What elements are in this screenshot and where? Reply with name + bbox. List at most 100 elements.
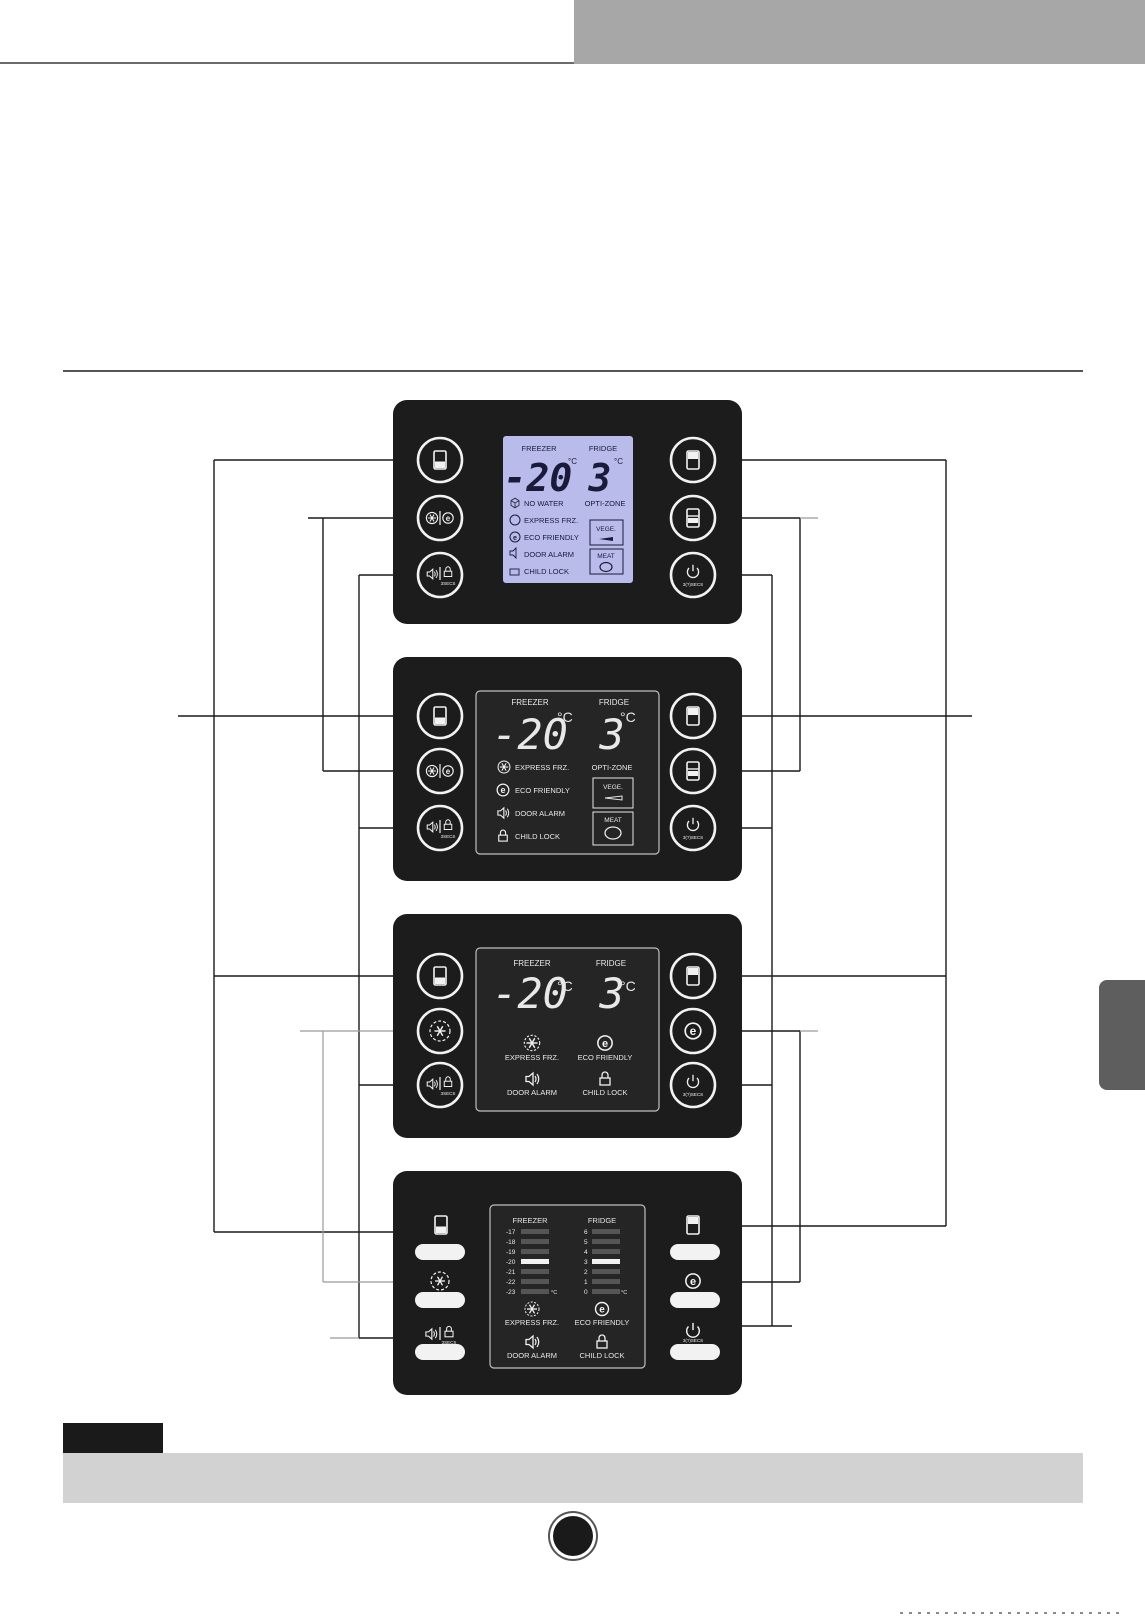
panel-4-freezer-tick-6: -23 bbox=[506, 1289, 516, 1296]
panel-3-power-button[interactable]: 3(?)SECS bbox=[669, 1061, 717, 1109]
panel-3-fridge-unit: °C bbox=[620, 978, 636, 994]
panel-2-fridge-button[interactable] bbox=[669, 692, 717, 740]
panel-4-freezer-bar-2 bbox=[521, 1249, 549, 1254]
panel-3-fridge-button[interactable] bbox=[669, 952, 717, 1000]
panel-2-vege-label: VEGE. bbox=[603, 784, 623, 791]
panel-2-power-button[interactable]: 3(?)SECS bbox=[669, 804, 717, 852]
panel-4-power-caption: 3(?)SECS bbox=[683, 1338, 703, 1343]
panel-4-freezer-tick-1: -18 bbox=[506, 1239, 516, 1246]
panel-2-alarm-caption: 3SECS bbox=[441, 834, 456, 839]
panel-2-meat-icon bbox=[604, 826, 622, 840]
panel-4-freezer-label: FREEZER bbox=[512, 1216, 548, 1225]
panel-1-optizone-button[interactable] bbox=[669, 494, 717, 542]
svg-text:e: e bbox=[513, 535, 517, 542]
panel-4-freezer-bar-4 bbox=[521, 1269, 549, 1274]
panel-1-freezer-temp: -20 bbox=[504, 456, 573, 500]
panel-2-freezer-unit: °C bbox=[557, 709, 573, 725]
panel-3-lcd bbox=[475, 947, 660, 1112]
panel-4-power-icon: 3(?)SECS bbox=[683, 1322, 703, 1343]
panel-3-freezer-label: FREEZER bbox=[513, 959, 551, 968]
panel-4-power-button[interactable] bbox=[670, 1344, 720, 1360]
panel-4-alarm-lock-icon: 3SECS bbox=[425, 1325, 456, 1345]
panel-2-vegetable-icon bbox=[604, 795, 623, 801]
panel-4-freezer-bar-0 bbox=[521, 1229, 549, 1234]
panel-1-indicator-3: DOOR ALARM bbox=[524, 550, 574, 559]
panel-1-fridge-button[interactable] bbox=[669, 436, 717, 484]
panel-4-fridge-tick-6: 0 bbox=[584, 1289, 588, 1296]
panel-1-fridge-label: FRIDGE bbox=[589, 444, 617, 453]
panel-4-express-indicator-icon bbox=[524, 1301, 540, 1317]
panel-2-fridge-label: FRIDGE bbox=[599, 698, 629, 707]
panel-4-fridge-bar-4 bbox=[592, 1269, 620, 1274]
panel-1-optizone-label: OPTI-ZONE bbox=[585, 499, 626, 508]
panel-2-optizone-label: OPTI-ZONE bbox=[592, 763, 633, 772]
panel-4-freezer-bar-1 bbox=[521, 1239, 549, 1244]
panel-4-fridge-bar-0 bbox=[592, 1229, 620, 1234]
panel-1-child-lock-icon bbox=[509, 568, 520, 576]
panel-4-freezer-button[interactable] bbox=[415, 1244, 465, 1260]
panel-3-freezer-button[interactable] bbox=[416, 952, 464, 1000]
panel-2-lcd bbox=[475, 690, 660, 855]
panel-4-fridge-bar-2 bbox=[592, 1249, 620, 1254]
panel-4-freezer-tick-4: -21 bbox=[506, 1269, 516, 1276]
panel-2-indicator-1: ECO FRIENDLY bbox=[515, 786, 570, 795]
panel-1-freezer-label: FREEZER bbox=[521, 444, 557, 453]
panel-4-freezer-tick-5: -22 bbox=[506, 1279, 516, 1286]
panel-2-optizone-button[interactable] bbox=[669, 747, 717, 795]
panel-1-indicator-4: CHILD LOCK bbox=[524, 567, 569, 576]
panel-2-freezer-button[interactable] bbox=[416, 692, 464, 740]
panel-1-power-caption: 3(?)SECS bbox=[683, 582, 703, 587]
panel-3-power-caption: 3(?)SECS bbox=[683, 1092, 703, 1097]
note-label-tab bbox=[63, 1423, 163, 1453]
panel-4-express-button[interactable] bbox=[415, 1292, 465, 1308]
panel-1-fridge-unit: °C bbox=[614, 457, 623, 466]
panel-4-eco-button[interactable] bbox=[670, 1292, 720, 1308]
panel-2-indicator-0: EXPRESS FRZ. bbox=[515, 763, 569, 772]
panel-4-fridge-label: FRIDGE bbox=[588, 1216, 616, 1225]
panel-2-alarm-lock-button[interactable]: 3SECS bbox=[416, 804, 464, 852]
panel-3-alarm-caption: 3SECS bbox=[441, 1091, 456, 1096]
panel-3-indicator-0: EXPRESS FRZ. bbox=[505, 1053, 559, 1062]
panel-1-alarm-lock-button[interactable]: 3SECS bbox=[416, 551, 464, 599]
panel-1-express-eco-button[interactable] bbox=[416, 494, 464, 542]
panel-2-fridge-temp: 3 bbox=[598, 710, 624, 759]
panel-4-freezer-unit: °C bbox=[551, 1290, 557, 1296]
panel-4-freezer-bar-5 bbox=[521, 1279, 549, 1284]
panel-1-eco-icon bbox=[509, 531, 521, 543]
panel-3-indicator-1: ECO FRIENDLY bbox=[578, 1053, 633, 1062]
panel-3: 3SECS 3(?)SECS FREEZER FRIDGE -20 °C 3 °… bbox=[393, 914, 742, 1138]
panel-4-fridge-bar-1 bbox=[592, 1239, 620, 1244]
panel-1-indicator-0: NO WATER bbox=[524, 499, 564, 508]
panel-2-express-eco-button[interactable] bbox=[416, 747, 464, 795]
panel-4-fridge-unit: °C bbox=[621, 1290, 627, 1296]
panel-4-fridge-bar-5 bbox=[592, 1279, 620, 1284]
panel-1: 3SECS 3(?)SECS FREEZER FRIDGE -20 °C 3 °… bbox=[393, 400, 742, 624]
footer-dots bbox=[900, 1612, 1120, 1614]
panel-3-fridge-label: FRIDGE bbox=[596, 959, 626, 968]
panel-3-express-button[interactable] bbox=[416, 1007, 464, 1055]
panel-4-display bbox=[489, 1204, 646, 1369]
panel-1-vegetable-icon bbox=[599, 537, 613, 541]
panel-1-power-button[interactable]: 3(?)SECS bbox=[669, 551, 717, 599]
panel-3-indicator-2: DOOR ALARM bbox=[507, 1088, 557, 1097]
panel-1-express-icon bbox=[509, 514, 521, 526]
panel-4-freezer-bar-3 bbox=[521, 1259, 549, 1264]
panel-4-freezer-bar-6 bbox=[521, 1289, 549, 1294]
panel-3-alarm-lock-button[interactable]: 3SECS bbox=[416, 1061, 464, 1109]
panel-4-alarm-lock-button[interactable] bbox=[415, 1344, 465, 1360]
panel-4-fridge-button[interactable] bbox=[670, 1244, 720, 1260]
panel-1-indicator-1: EXPRESS FRZ. bbox=[524, 516, 578, 525]
panel-1-freezer-unit: °C bbox=[568, 457, 577, 466]
panel-1-freezer-button[interactable] bbox=[416, 436, 464, 484]
panel-4-freezer-tick-2: -19 bbox=[506, 1249, 516, 1256]
panel-3-eco-button[interactable] bbox=[669, 1007, 717, 1055]
panel-1-alarm-caption: 3SECS bbox=[441, 581, 456, 586]
panel-2-power-caption: 3(?)SECS bbox=[683, 835, 703, 840]
panel-4-fridge-tick-0: 6 bbox=[584, 1229, 588, 1236]
panel-4-freezer-tick-3: -20 bbox=[506, 1259, 516, 1266]
panel-3-fridge-temp: 3 bbox=[598, 969, 624, 1018]
panel-3-indicator-3: CHILD LOCK bbox=[582, 1088, 627, 1097]
panel-4-indicator-0: EXPRESS FRZ. bbox=[505, 1318, 559, 1327]
panel-1-door-alarm-icon bbox=[509, 546, 517, 560]
